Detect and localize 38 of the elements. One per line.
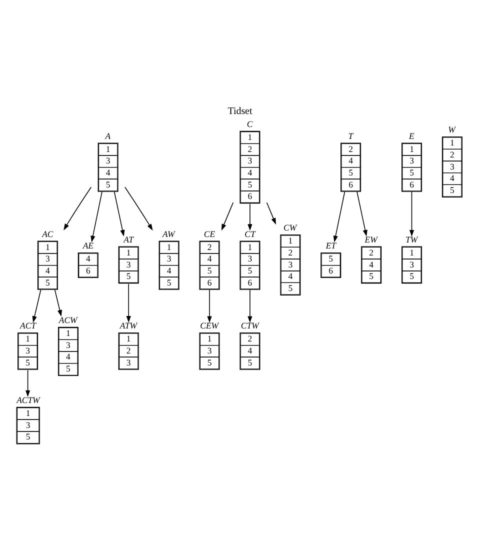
- node-label: ACT: [20, 320, 36, 330]
- arrow: [266, 202, 276, 224]
- node-label: W: [448, 124, 456, 134]
- arrow: [114, 190, 125, 236]
- arrow: [32, 289, 42, 322]
- node-label: ET: [326, 240, 336, 250]
- arrow: [124, 186, 153, 230]
- node-label: TW: [406, 234, 418, 244]
- node-label: C: [246, 118, 253, 128]
- node-label: T: [348, 130, 354, 140]
- arrow: [248, 289, 252, 322]
- node-label: AW: [162, 228, 175, 238]
- node-label: AE: [82, 240, 94, 250]
- node-label: CW: [284, 222, 297, 232]
- arrow: [207, 289, 212, 322]
- arrow: [221, 202, 234, 230]
- arrow: [356, 190, 368, 236]
- node-label: CTW: [240, 320, 259, 330]
- node-label: AC: [42, 228, 54, 238]
- arrow: [333, 190, 346, 242]
- node-label: CT: [244, 228, 256, 238]
- arrow: [54, 289, 62, 316]
- arrow: [90, 190, 102, 242]
- arrow: [126, 283, 131, 322]
- arrow: [409, 190, 414, 236]
- node-label: ACTW: [16, 394, 40, 404]
- node-label: CEW: [200, 320, 219, 330]
- node-label: ACW: [58, 314, 78, 324]
- node-label: E: [408, 130, 414, 140]
- node-label: CE: [204, 228, 216, 238]
- arrow: [64, 186, 92, 230]
- arrow: [25, 369, 30, 396]
- node-label: A: [105, 130, 111, 140]
- arrow: [248, 203, 252, 230]
- node-label: EW: [364, 234, 378, 244]
- node-label: AT: [124, 234, 134, 244]
- diagram-title: Tidset: [228, 105, 252, 116]
- node-label: ATW: [120, 320, 137, 330]
